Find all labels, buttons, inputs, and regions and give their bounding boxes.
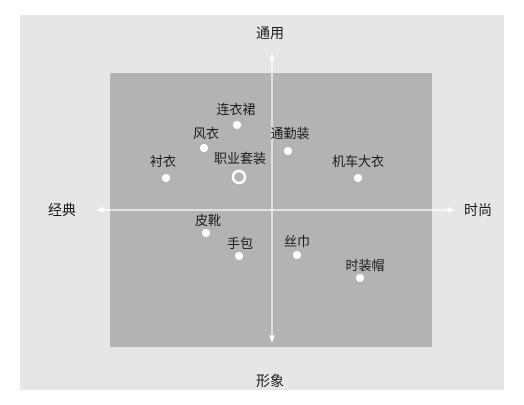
item-label: 机车大衣 xyxy=(332,154,384,170)
item-label: 手包 xyxy=(227,237,253,252)
item-label: 丝巾 xyxy=(284,235,310,250)
item-label: 皮靴 xyxy=(195,214,221,229)
item-marker xyxy=(233,121,241,129)
highlight-marker-center xyxy=(236,174,242,180)
item-marker xyxy=(354,174,362,182)
item-label: 衬衣 xyxy=(150,154,176,170)
item-marker xyxy=(202,229,210,237)
item-marker xyxy=(235,252,243,260)
item-label: 职业套装 xyxy=(214,151,266,167)
item-label: 通勤装 xyxy=(270,127,309,142)
axis-label-bottom: 形象 xyxy=(256,374,284,390)
item-marker xyxy=(200,144,208,152)
item-marker xyxy=(293,251,301,259)
item-label: 风衣 xyxy=(193,126,219,142)
axis-label-right: 时尚 xyxy=(464,203,492,219)
item-marker xyxy=(162,174,170,182)
axis-label-left: 经典 xyxy=(48,203,76,219)
item-marker xyxy=(356,274,364,282)
item-label: 时装帽 xyxy=(345,258,384,274)
item-label: 连衣裙 xyxy=(216,102,255,118)
axis-label-top: 通用 xyxy=(256,26,284,42)
highlight-marker xyxy=(231,169,247,185)
item-marker xyxy=(284,147,292,155)
